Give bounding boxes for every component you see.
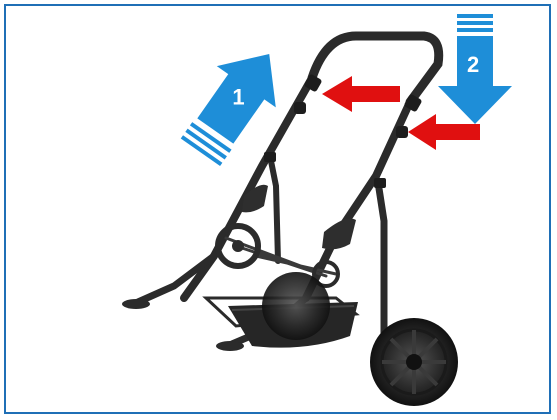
rear-wheel-left — [262, 272, 330, 340]
step-1-label: 1 — [232, 85, 244, 110]
press-arrow-upper — [322, 76, 400, 112]
right-rear-strut — [378, 182, 384, 341]
arrow-left-icon — [322, 76, 400, 112]
front-hub-wheel — [218, 226, 258, 266]
left-front-leg — [138, 256, 214, 302]
left-rear-strut — [270, 156, 278, 261]
step-2-label: 2 — [467, 52, 479, 77]
stroller-frame-diagram: 1 2 — [6, 6, 551, 414]
press-arrow-lower — [408, 114, 480, 150]
left-foot-pad — [122, 299, 150, 309]
illustration-frame: 1 2 — [4, 4, 551, 414]
right-push-tube — [306, 102, 410, 298]
step-1-arrow: 1 — [171, 33, 299, 173]
arrow-down-icon — [438, 36, 512, 124]
right-seat-bracket — [322, 219, 356, 250]
step-2-arrow: 2 — [438, 14, 512, 124]
arrow-left-icon — [408, 114, 480, 150]
rear-wheel-right — [370, 318, 458, 406]
right-foot-pad — [216, 341, 244, 351]
